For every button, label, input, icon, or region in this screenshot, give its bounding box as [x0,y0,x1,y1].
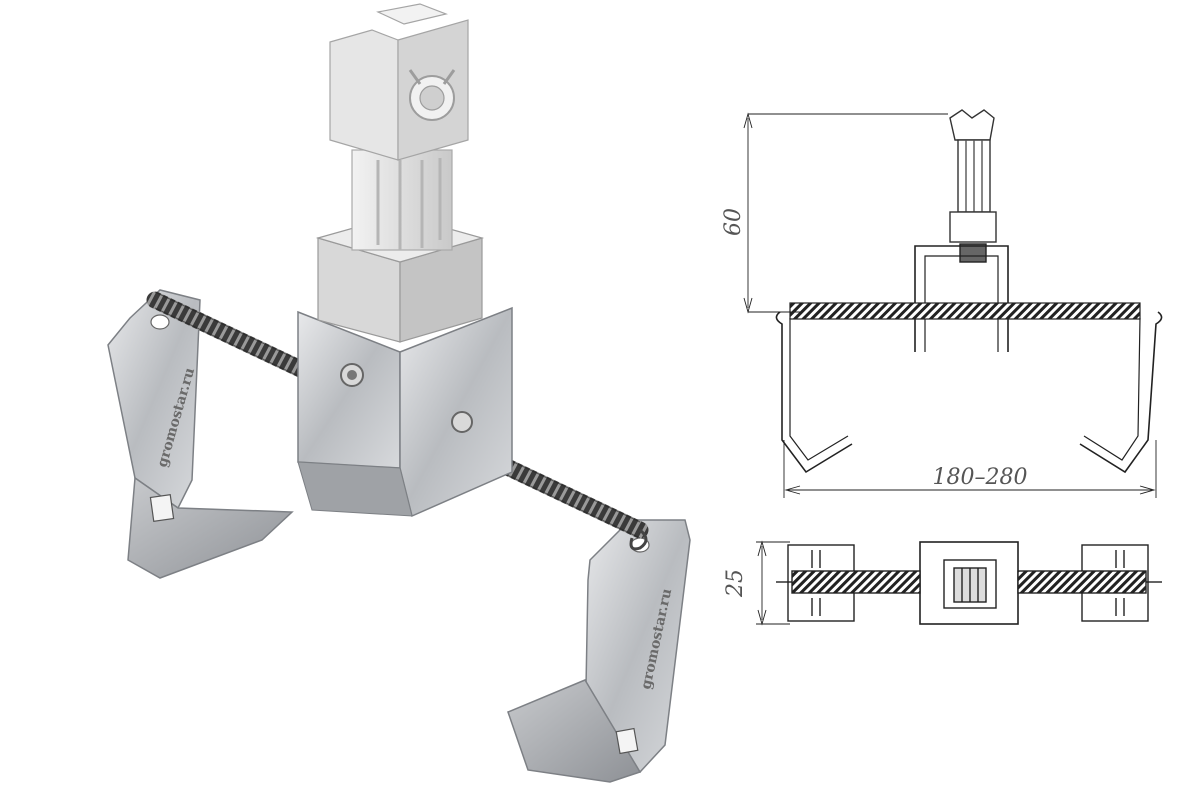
right-bracket: gromostar.ru [507,519,691,783]
depth-dimension: 25 [723,569,748,598]
technical-drawing: 60 180–280 [721,109,1163,626]
span-dimension: 180–280 [933,465,1028,490]
height-dimension: 60 [721,208,746,236]
top-view: 25 [723,540,1162,626]
plastic-clip [315,3,485,343]
product-render: gromostar.ru gromostar.ru [107,3,691,783]
left-bracket: gromostar.ru [107,289,294,579]
side-view: 60 180–280 [721,109,1163,498]
center-holder [297,306,513,518]
